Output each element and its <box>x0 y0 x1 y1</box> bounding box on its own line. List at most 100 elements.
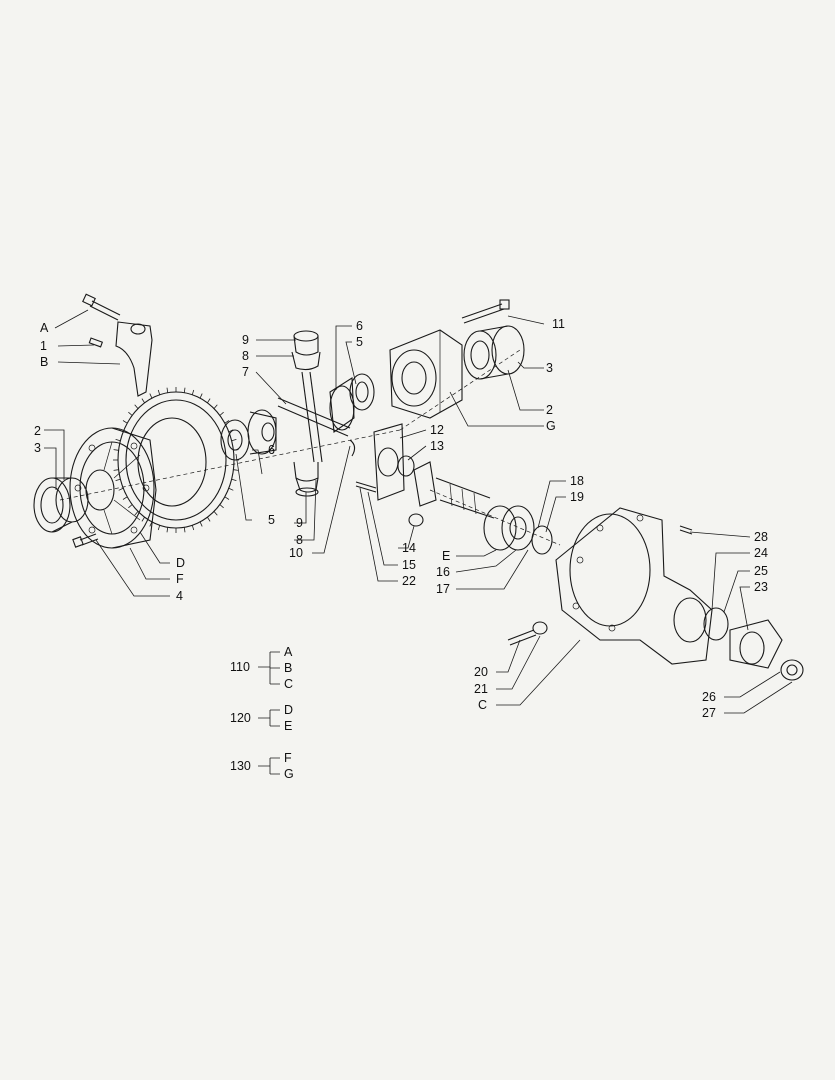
crown-wheel-tooth <box>166 527 169 533</box>
callout-10: 10 <box>289 546 303 560</box>
differential-case-g-shape <box>389 329 463 419</box>
bearing-cap-shape <box>88 321 153 397</box>
crown-wheel-tooth <box>134 404 139 409</box>
crown-wheel-tooth <box>233 469 239 471</box>
crown-wheel-tooth <box>157 525 161 531</box>
callout-labels: A 1 B 2 3 9 8 7 6 5 11 3 2 G 12 13 6 5 9… <box>34 317 768 720</box>
crown-wheel-tooth <box>115 439 121 442</box>
callout-6-top: 6 <box>356 319 363 333</box>
crown-wheel-tooth <box>113 449 119 451</box>
callout-3-left: 3 <box>34 441 41 455</box>
group-code: 120 <box>230 711 251 725</box>
axis-lines <box>59 349 561 546</box>
crown-wheel-tooth <box>122 420 128 424</box>
callout-g-right: G <box>546 419 556 433</box>
callout-c-bot: C <box>478 698 487 712</box>
callout-7: 7 <box>242 365 249 379</box>
callout-20: 20 <box>474 665 488 679</box>
right-bearing-shape <box>461 299 525 380</box>
group-letter: E <box>284 719 292 733</box>
crown-wheel-tooth <box>141 516 145 522</box>
callout-15: 15 <box>402 558 416 572</box>
callout-22: 22 <box>402 574 416 588</box>
crown-wheel-tooth <box>191 525 195 531</box>
callout-18: 18 <box>570 474 584 488</box>
pinion-bearing-shape <box>483 505 553 555</box>
callout-9-bot: 9 <box>296 516 303 530</box>
group-letter: D <box>284 703 293 717</box>
group-code: 130 <box>230 759 251 773</box>
callout-5-top: 5 <box>356 335 363 349</box>
callout-26: 26 <box>702 690 716 704</box>
callout-3-right: 3 <box>546 361 553 375</box>
side-gear-6-top-shape <box>329 373 375 433</box>
callout-27: 27 <box>702 706 716 720</box>
callout-6-mid: 6 <box>268 443 275 457</box>
callout-d: D <box>176 556 185 570</box>
crown-wheel-tooth <box>113 469 119 471</box>
callout-2-right: 2 <box>546 403 553 417</box>
callout-8-top: 8 <box>242 349 249 363</box>
crown-wheel-tooth <box>207 516 211 522</box>
callout-11: 11 <box>552 317 565 331</box>
crown-wheel-tooth <box>166 387 169 393</box>
crown-wheel-tooth <box>141 398 145 404</box>
callout-f: F <box>176 572 184 586</box>
callout-2-left: 2 <box>34 424 41 438</box>
crown-wheel-tooth <box>199 393 203 399</box>
callout-25: 25 <box>754 564 768 578</box>
callout-b-top: B <box>40 355 48 369</box>
callout-12: 12 <box>430 423 444 437</box>
crown-wheel-tooth <box>183 527 186 533</box>
crown-wheel-tooth <box>128 411 133 416</box>
callout-28: 28 <box>754 530 768 544</box>
callout-17: 17 <box>436 582 450 596</box>
group-110: 110 A B C <box>230 645 293 691</box>
callout-23: 23 <box>754 580 768 594</box>
crown-wheel-tooth <box>118 429 124 433</box>
group-legend: 110 A B C 120 D E 130 F G <box>230 645 294 781</box>
crown-wheel-tooth <box>199 521 203 527</box>
group-letter: G <box>284 767 294 781</box>
callout-9-top: 9 <box>242 333 249 347</box>
callout-5-mid: 5 <box>268 513 275 527</box>
crown-wheel-tooth <box>213 404 218 409</box>
crown-wheel-tooth <box>224 420 230 424</box>
crown-wheel-tooth <box>191 389 195 395</box>
crown-wheel-tooth <box>224 496 230 500</box>
callout-16: 16 <box>436 565 450 579</box>
output-flange-shape <box>507 525 804 681</box>
crown-wheel-tooth <box>219 411 224 416</box>
group-130: 130 F G <box>230 751 294 781</box>
leader-lines <box>44 309 793 714</box>
crown-wheel-tooth <box>115 478 121 481</box>
group-120: 120 D E <box>230 703 293 733</box>
callout-e: E <box>442 549 450 563</box>
callout-19: 19 <box>570 490 584 504</box>
axle-housing-shape <box>555 507 713 665</box>
crown-wheel-tooth <box>128 504 133 509</box>
bolt-4-shape <box>72 533 99 548</box>
callout-4: 4 <box>176 589 183 603</box>
group-letter: F <box>284 751 292 765</box>
side-gear-6-mid-shape <box>220 409 277 461</box>
pinion-bracket-shape <box>349 423 415 501</box>
crown-wheel-tooth <box>219 504 224 509</box>
crown-wheel-tooth <box>213 511 218 516</box>
callout-24: 24 <box>754 546 768 560</box>
crown-wheel-tooth <box>183 387 186 393</box>
group-letter: B <box>284 661 292 675</box>
callout-14: 14 <box>402 541 416 555</box>
callout-8-bot: 8 <box>296 533 303 547</box>
bolt-a-shape <box>82 293 121 321</box>
callout-a-top: A <box>40 321 49 335</box>
callout-1: 1 <box>40 339 47 353</box>
crown-wheel-tooth <box>228 487 234 491</box>
crown-wheel-tooth <box>207 398 211 404</box>
crown-wheel-tooth <box>134 511 139 516</box>
pinion-shaft-shape <box>408 461 495 527</box>
crown-wheel-tooth <box>122 496 128 500</box>
crown-wheel-tooth <box>157 389 161 395</box>
